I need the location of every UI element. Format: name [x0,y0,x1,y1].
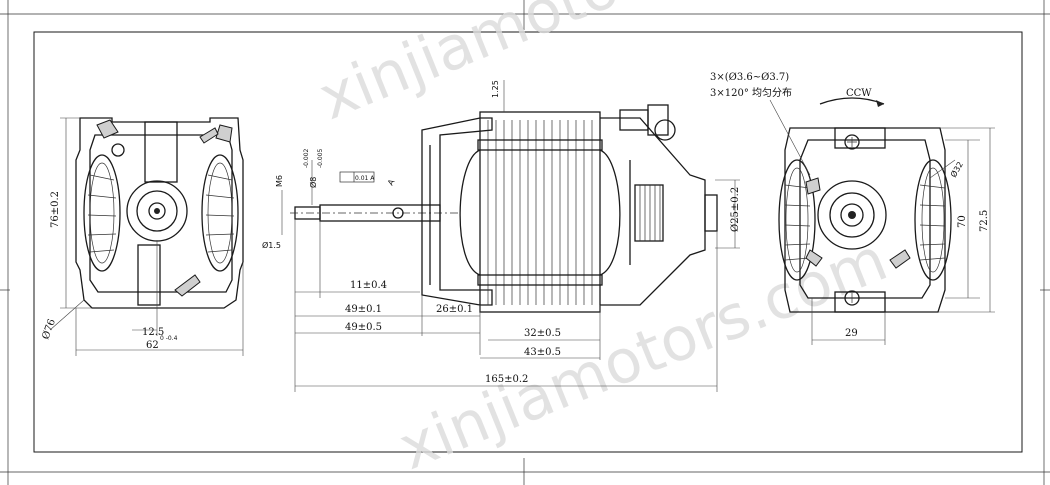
hole-note-line1: 3×(Ø3.6~Ø3.7) [710,72,789,83]
tolerance-frame: 0.01 A [355,175,375,182]
shaft-dia-dim: Ø8 [308,177,318,188]
height-72-dim: 72.5 [979,210,990,232]
hole-note-line2: 3×120° 均匀分布 [710,87,792,99]
left-width-tol: 0 -0.4 [160,335,178,342]
datum-note: A [386,177,397,187]
left-end-view: 76±0.2 Ø76 12.5 62 0 -0.4 [40,117,244,356]
svg-text:xinjiamotors.com: xinjiamotors.com [389,225,896,484]
sheet-thickness-dim: 1.25 [491,80,500,98]
svg-text:xinjiamotors.com: xinjiamotors.com [309,0,816,134]
dim-49a: 49±0.1 [345,304,382,315]
dim-165: 165±0.2 [485,374,528,385]
side-view: 1.25 M6 Ø1.5 Ø8 -0.002 -0.005 0.01 A A Ø… [262,80,741,392]
bearing-dia-dim: Ø25±0.2 [730,187,741,232]
hole-dia-dim: Ø32 [948,160,965,179]
height-70-dim: 70 [957,215,968,228]
shaft-flat-dim: Ø1.5 [262,240,281,250]
dim-49b: 49±0.5 [345,322,382,333]
shaft-tol-lower: -0.005 [317,148,324,168]
dim-32: 32±0.5 [524,328,561,339]
width-29-dim: 29 [845,328,858,339]
right-end-view: CCW 3×(Ø3.6~Ø3.7) 3×120° 均匀分布 Ø32 70 72.… [710,72,995,345]
commutator-segments [639,185,661,241]
left-dia-dim: Ø76 [40,318,57,341]
lamination-lines [487,120,593,305]
rotation-direction: CCW [846,88,872,99]
shaft-thread-dim: M6 [275,175,284,187]
left-offset-dim: 12.5 [142,327,164,338]
left-width-dim: 62 [146,340,159,351]
left-height-dim: 76±0.2 [50,191,61,228]
watermark: xinjiamotors.com xinjiamotors.com [309,0,896,484]
dim-11: 11±0.4 [350,280,387,291]
dim-43: 43±0.5 [524,347,561,358]
shaft-tol-upper: -0.002 [303,148,310,168]
dim-26: 26±0.1 [436,304,473,315]
